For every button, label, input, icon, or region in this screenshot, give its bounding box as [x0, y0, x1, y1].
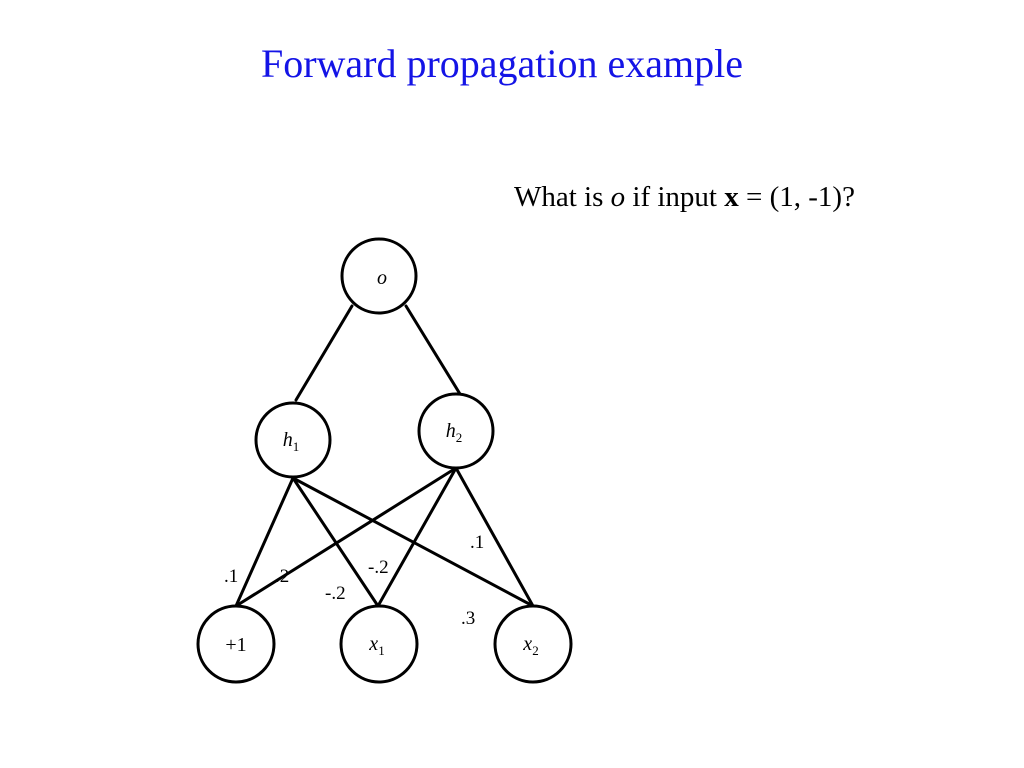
node-output: o — [340, 237, 418, 315]
node-x1: x1 — [339, 604, 419, 684]
weight-x2-h2: .1 — [470, 532, 484, 553]
node-x2: x2 — [493, 604, 573, 684]
edge-h2-bias — [234, 466, 458, 608]
weight-bias-h2: -.2 — [368, 557, 389, 578]
weight-labels: .1 .2 -.2 -.2 .1 .3 — [224, 532, 484, 629]
node-h1: h1 — [254, 401, 332, 479]
edge-o-h1 — [294, 304, 354, 402]
question-middle: if input — [625, 181, 725, 213]
edge-h2-x1 — [376, 466, 458, 608]
question-prefix: What is — [514, 181, 611, 213]
weight-x1-h2: .3 — [461, 608, 475, 629]
weight-x2-h1: -.2 — [325, 583, 346, 604]
weight-bias-h1: .1 — [224, 566, 238, 587]
question-text: What is o if input x = (1, -1)? — [514, 180, 855, 215]
edges — [234, 304, 535, 608]
node-bias: +1 — [196, 604, 276, 684]
edge-o-h2 — [404, 304, 462, 396]
node-h2: h2 — [417, 392, 495, 470]
node-h2-label: h2 — [446, 420, 463, 445]
output-variable: o — [610, 181, 626, 213]
node-h1-label: h1 — [283, 429, 300, 454]
slide-title: Forward propagation example — [260, 41, 744, 86]
question-suffix: = (1, -1)? — [738, 181, 855, 213]
edge-h1-bias — [234, 476, 295, 608]
node-x1-label: x1 — [368, 633, 384, 658]
weight-x1-h1: .2 — [275, 566, 289, 587]
input-vector-variable: x — [724, 181, 739, 213]
node-bias-label: +1 — [225, 634, 246, 656]
node-output-label: o — [377, 267, 387, 289]
edge-h2-x2 — [454, 466, 535, 608]
node-x2-label: x2 — [522, 633, 538, 658]
